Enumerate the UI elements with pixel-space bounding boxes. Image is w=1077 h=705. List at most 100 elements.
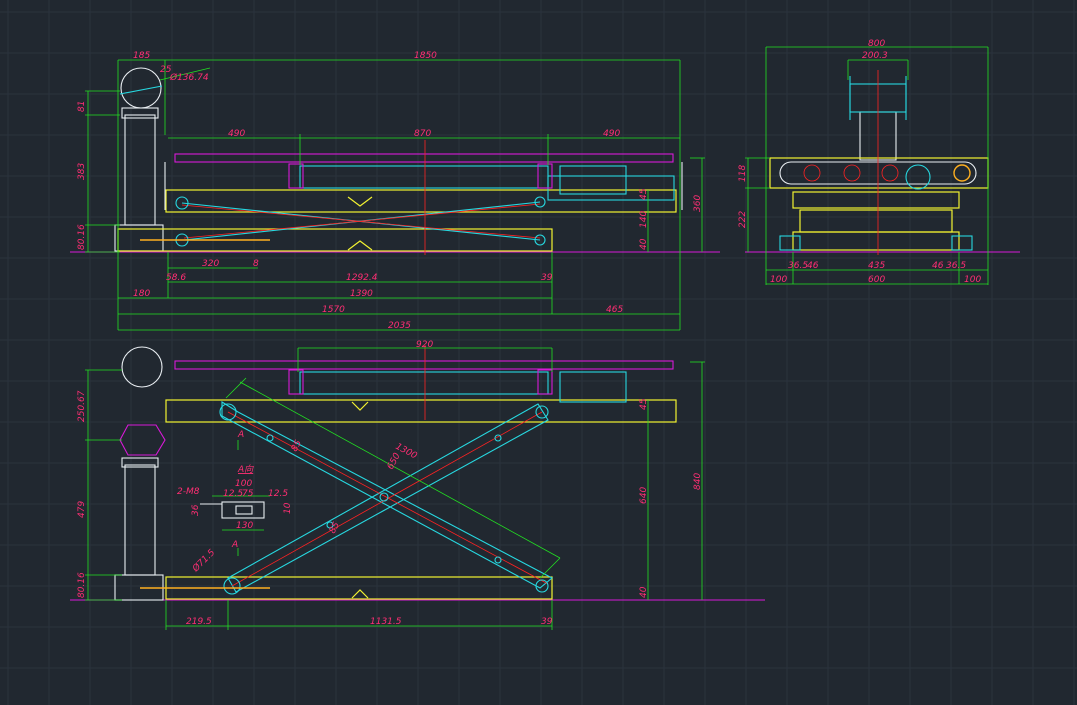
section-mark-a-top: A — [237, 430, 244, 440]
side-dimension-lines — [745, 46, 989, 285]
lifted-pin-1 — [266, 434, 274, 442]
side-roller-1 — [803, 164, 821, 182]
lifted-roller-octagon — [119, 424, 166, 456]
left-bracket — [288, 163, 304, 189]
side-dim-435: 435 — [868, 261, 885, 271]
lifted-dim-840: 840 — [693, 473, 703, 490]
lifted-table-top — [174, 360, 674, 370]
lifted-hinge-1 — [219, 403, 237, 421]
front-view: 185 1850 25 Ø136.74 81 383 80.16 490 870… — [70, 51, 720, 331]
side-dim-46-right: 46 — [932, 261, 944, 271]
hinge-3 — [534, 196, 546, 208]
view-label-a: A向 — [237, 464, 254, 475]
lifted-dim-45: 45 — [639, 398, 649, 410]
lifted-hinge-3 — [535, 405, 549, 419]
conveyor-roller — [299, 165, 549, 189]
dim-490-left: 490 — [228, 129, 245, 139]
dim-383: 383 — [77, 163, 87, 180]
side-dim-222: 222 — [738, 211, 748, 228]
dim-465: 465 — [606, 305, 623, 315]
lifted-column-cap — [121, 457, 159, 468]
lifted-pin-4 — [494, 556, 502, 564]
lifted-dim-920: 920 — [416, 340, 433, 350]
dim-870: 870 — [414, 129, 431, 139]
lifted-hinge-2 — [223, 577, 241, 595]
lifted-chevron-bottom — [351, 589, 369, 599]
dim-2035: 2035 — [388, 321, 411, 331]
lifted-right-bracket — [537, 369, 553, 395]
side-dim-36-5-right: 36.5 — [946, 261, 966, 271]
lifted-dimension-lines — [85, 347, 705, 630]
motor-box — [547, 175, 675, 201]
dim-12-5-right: 12.5 — [268, 489, 288, 499]
dim-1292-4: 1292.4 — [346, 273, 378, 283]
side-scissor-mid — [799, 209, 953, 233]
lifted-dim-479: 479 — [77, 501, 87, 518]
lifted-pin-2 — [494, 434, 502, 442]
motor — [559, 165, 627, 195]
lifted-chevron-top — [351, 401, 369, 411]
lifted-dim-640: 640 — [639, 487, 649, 504]
dim-81: 81 — [77, 101, 87, 112]
side-scissor-bottom — [792, 231, 960, 251]
upper-chevron — [347, 196, 373, 207]
section-mark-a-bottom: A — [231, 540, 238, 550]
side-dim-100-right: 100 — [964, 275, 981, 285]
dim-360: 360 — [693, 195, 703, 212]
front-dimension-lines — [85, 59, 705, 331]
lifted-hinge-4 — [535, 579, 549, 593]
lifted-motor — [559, 371, 627, 403]
dim-1390: 1390 — [350, 289, 373, 299]
dim-180: 180 — [133, 289, 150, 299]
hinge-1 — [175, 196, 189, 210]
dim-75: 75 — [242, 489, 254, 499]
hinge-4 — [534, 234, 546, 246]
lower-chevron — [347, 240, 373, 251]
dim-1131-5: 1131.5 — [370, 617, 402, 627]
dim-320: 320 — [202, 259, 219, 269]
dim-25: 25 — [160, 65, 172, 75]
dim-39: 39 — [541, 273, 553, 283]
side-roller-4 — [953, 164, 971, 182]
dim-12-5-left: 12.5 — [223, 489, 243, 499]
lifted-dim-80-16: 80.16 — [77, 572, 87, 598]
side-dim-600: 600 — [868, 275, 885, 285]
side-dim-800: 800 — [868, 39, 885, 49]
lifted-left-bracket — [288, 369, 304, 395]
right-bracket — [537, 163, 553, 189]
lifted-center-pin — [379, 492, 389, 502]
side-dim-118: 118 — [738, 165, 748, 182]
dim-140: 140 — [639, 211, 649, 228]
side-gear — [905, 164, 931, 190]
dim-45: 45 — [639, 188, 649, 200]
dim-100: 100 — [235, 479, 252, 489]
side-foot-left — [779, 235, 801, 251]
roller-axis — [119, 85, 163, 95]
dim-1850: 1850 — [414, 51, 437, 61]
lifted-scissor-axis-2 — [231, 411, 543, 587]
upper-frame — [165, 189, 677, 213]
column-cap — [121, 107, 159, 119]
side-foot-right — [951, 235, 973, 251]
dim-36: 36 — [191, 504, 201, 516]
scissor-axis-2 — [183, 203, 541, 239]
dim-10: 10 — [283, 502, 293, 514]
lifted-column — [124, 464, 156, 576]
dim-85-upper: 85 — [290, 438, 304, 453]
dim-80-16: 80.16 — [77, 224, 87, 250]
side-dim-100-left: 100 — [770, 275, 787, 285]
lifted-upper-frame — [165, 399, 677, 423]
side-roller-2 — [843, 164, 861, 182]
side-dim-200-3: 200.3 — [862, 51, 888, 61]
dim-219-5: 219.5 — [186, 617, 212, 627]
dim-1570: 1570 — [322, 305, 345, 315]
dim-58-6: 58.6 — [166, 273, 186, 283]
lifted-dim-40: 40 — [639, 586, 649, 598]
dim-diameter-136: Ø136.74 — [169, 72, 209, 83]
dim-85-lower: 85 — [328, 520, 342, 535]
dim-8: 8 — [253, 259, 259, 269]
dim-40: 40 — [639, 238, 649, 250]
lifted-roller-circle — [121, 346, 163, 388]
dim-2-m8: 2-M8 — [177, 487, 200, 497]
